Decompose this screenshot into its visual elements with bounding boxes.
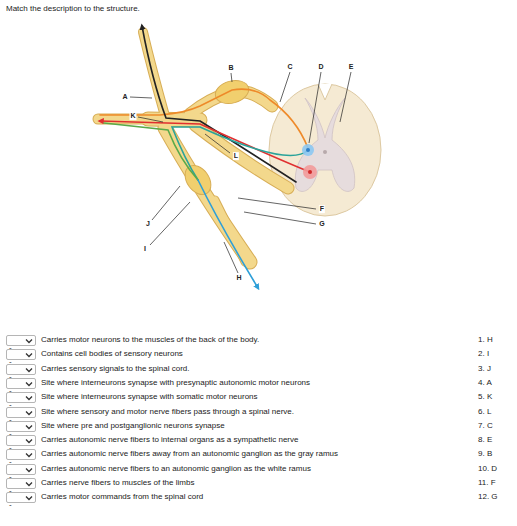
callout-letter: D [317,63,324,71]
chevron-stroke [26,454,32,457]
dropdown-chevron [25,451,33,459]
question-text: Carries sensory signals to the spinal co… [41,365,190,374]
dropdown-select: - [6,378,36,389]
dropdown-select: - [6,392,36,403]
question-text: Contains cell bodies of sensory neurons [41,350,183,359]
interneuron [302,144,314,156]
dropdown-value: - [7,386,12,395]
chevron-stroke [26,354,32,357]
callout-letter: A [121,93,128,101]
question-text: Carries motor commands from the spinal c… [41,493,203,502]
question-text: Carries autonomic nerve fibers to an aut… [41,465,311,474]
dropdown-value: - [7,457,12,466]
motor-neuron [303,165,317,179]
question-text: Site where sensory and motor nerve fiber… [41,408,294,417]
dropdown-chevron [25,494,33,502]
dropdown-chevron [25,480,33,488]
dropdown-value: - [7,343,12,352]
dropdown-select: - [6,435,36,446]
dropdown-chevron [25,437,33,445]
chevron-stroke [26,411,32,414]
answer-option: 1. H [478,336,493,345]
chevron-stroke [26,397,32,400]
dropdown-select: - [6,364,36,375]
callout-letter: L [233,152,239,160]
callout-letter: H [235,274,242,282]
answer-option: 5. K [478,393,492,402]
nerve-fibers [100,26,310,288]
answer-option: 4. A [478,379,492,388]
callout-letter: J [145,220,151,228]
callout-letter: F [319,205,325,213]
dropdown-select: - [6,449,36,460]
answer-option: 9. B [478,450,492,459]
dropdown-select: - [6,464,36,475]
chevron-stroke [26,483,32,486]
question-text: Carries nerve fibers to muscles of the l… [41,479,194,488]
callout-letter: K [129,112,136,120]
dropdown-chevron [25,466,33,474]
callout-letter: B [227,64,234,72]
chevron-stroke [26,425,32,428]
callout-letter: I [143,245,147,253]
dropdown-value: - [7,372,12,381]
answer-option: 11. F [478,479,496,488]
dropdown-value: - [7,443,12,452]
callout-letter: G [318,220,325,228]
answer-option: 10. D [478,465,497,474]
answer-option: 6. L [478,408,491,417]
dropdown-value: - [7,486,12,495]
median-sulcus [318,84,332,100]
dropdown-value: - [7,500,12,509]
question-text: Site where pre and postganglionic neuron… [41,422,225,431]
answer-option: 3. J [478,365,491,374]
dropdown-select: - [6,335,36,346]
dropdown-value: - [7,415,12,424]
dropdown-chevron [25,337,33,345]
interneuron-body [306,148,310,152]
answer-option: 7. C [478,422,493,431]
answer-option: 2. I [478,350,489,359]
question-text: Carries autonomic nerve fibers away from… [41,450,338,459]
dropdown-value: - [7,357,12,366]
dropdown-select: - [6,349,36,360]
dropdown-value: - [7,472,12,481]
dropdown-chevron [25,394,33,402]
chevron-stroke [26,468,32,471]
answer-option: 8. E [478,436,492,445]
dropdown-chevron [25,409,33,417]
dropdown-chevron [25,423,33,431]
dropdown-select: - [6,478,36,489]
callout-letter: C [286,63,293,71]
gray-matter [295,98,354,191]
chevron-stroke [26,368,32,371]
motor-neuron-body [308,170,312,174]
dropdown-chevron [25,351,33,359]
chevron-stroke [26,340,32,343]
question-text: Site where interneurons synapse with som… [41,393,258,402]
answer-option: 12. G [478,493,498,502]
dropdown-select: - [6,407,36,418]
chevron-stroke [26,497,32,500]
dropdown-select: - [6,421,36,432]
nerve-outline [98,32,288,262]
question-text: Carries motor neurons to the muscles of … [41,336,259,345]
nerve-fill [98,32,288,262]
central-canal [323,150,327,154]
question-text: Carries autonomic nerve fibers to intern… [41,436,298,445]
chevron-stroke [26,382,32,385]
leader-lines [130,72,351,273]
spinal-cord [269,84,381,216]
question-text: Site where interneurons synapse with pre… [41,379,310,388]
question-title: Match the description to the structure. [6,5,140,14]
chevron-stroke [26,440,32,443]
dropdown-chevron [25,380,33,388]
callout-letter: E [348,63,355,71]
dropdown-chevron [25,366,33,374]
dropdown-select: - [6,492,36,503]
dropdown-value: - [7,429,12,438]
dropdown-value: - [7,400,12,409]
